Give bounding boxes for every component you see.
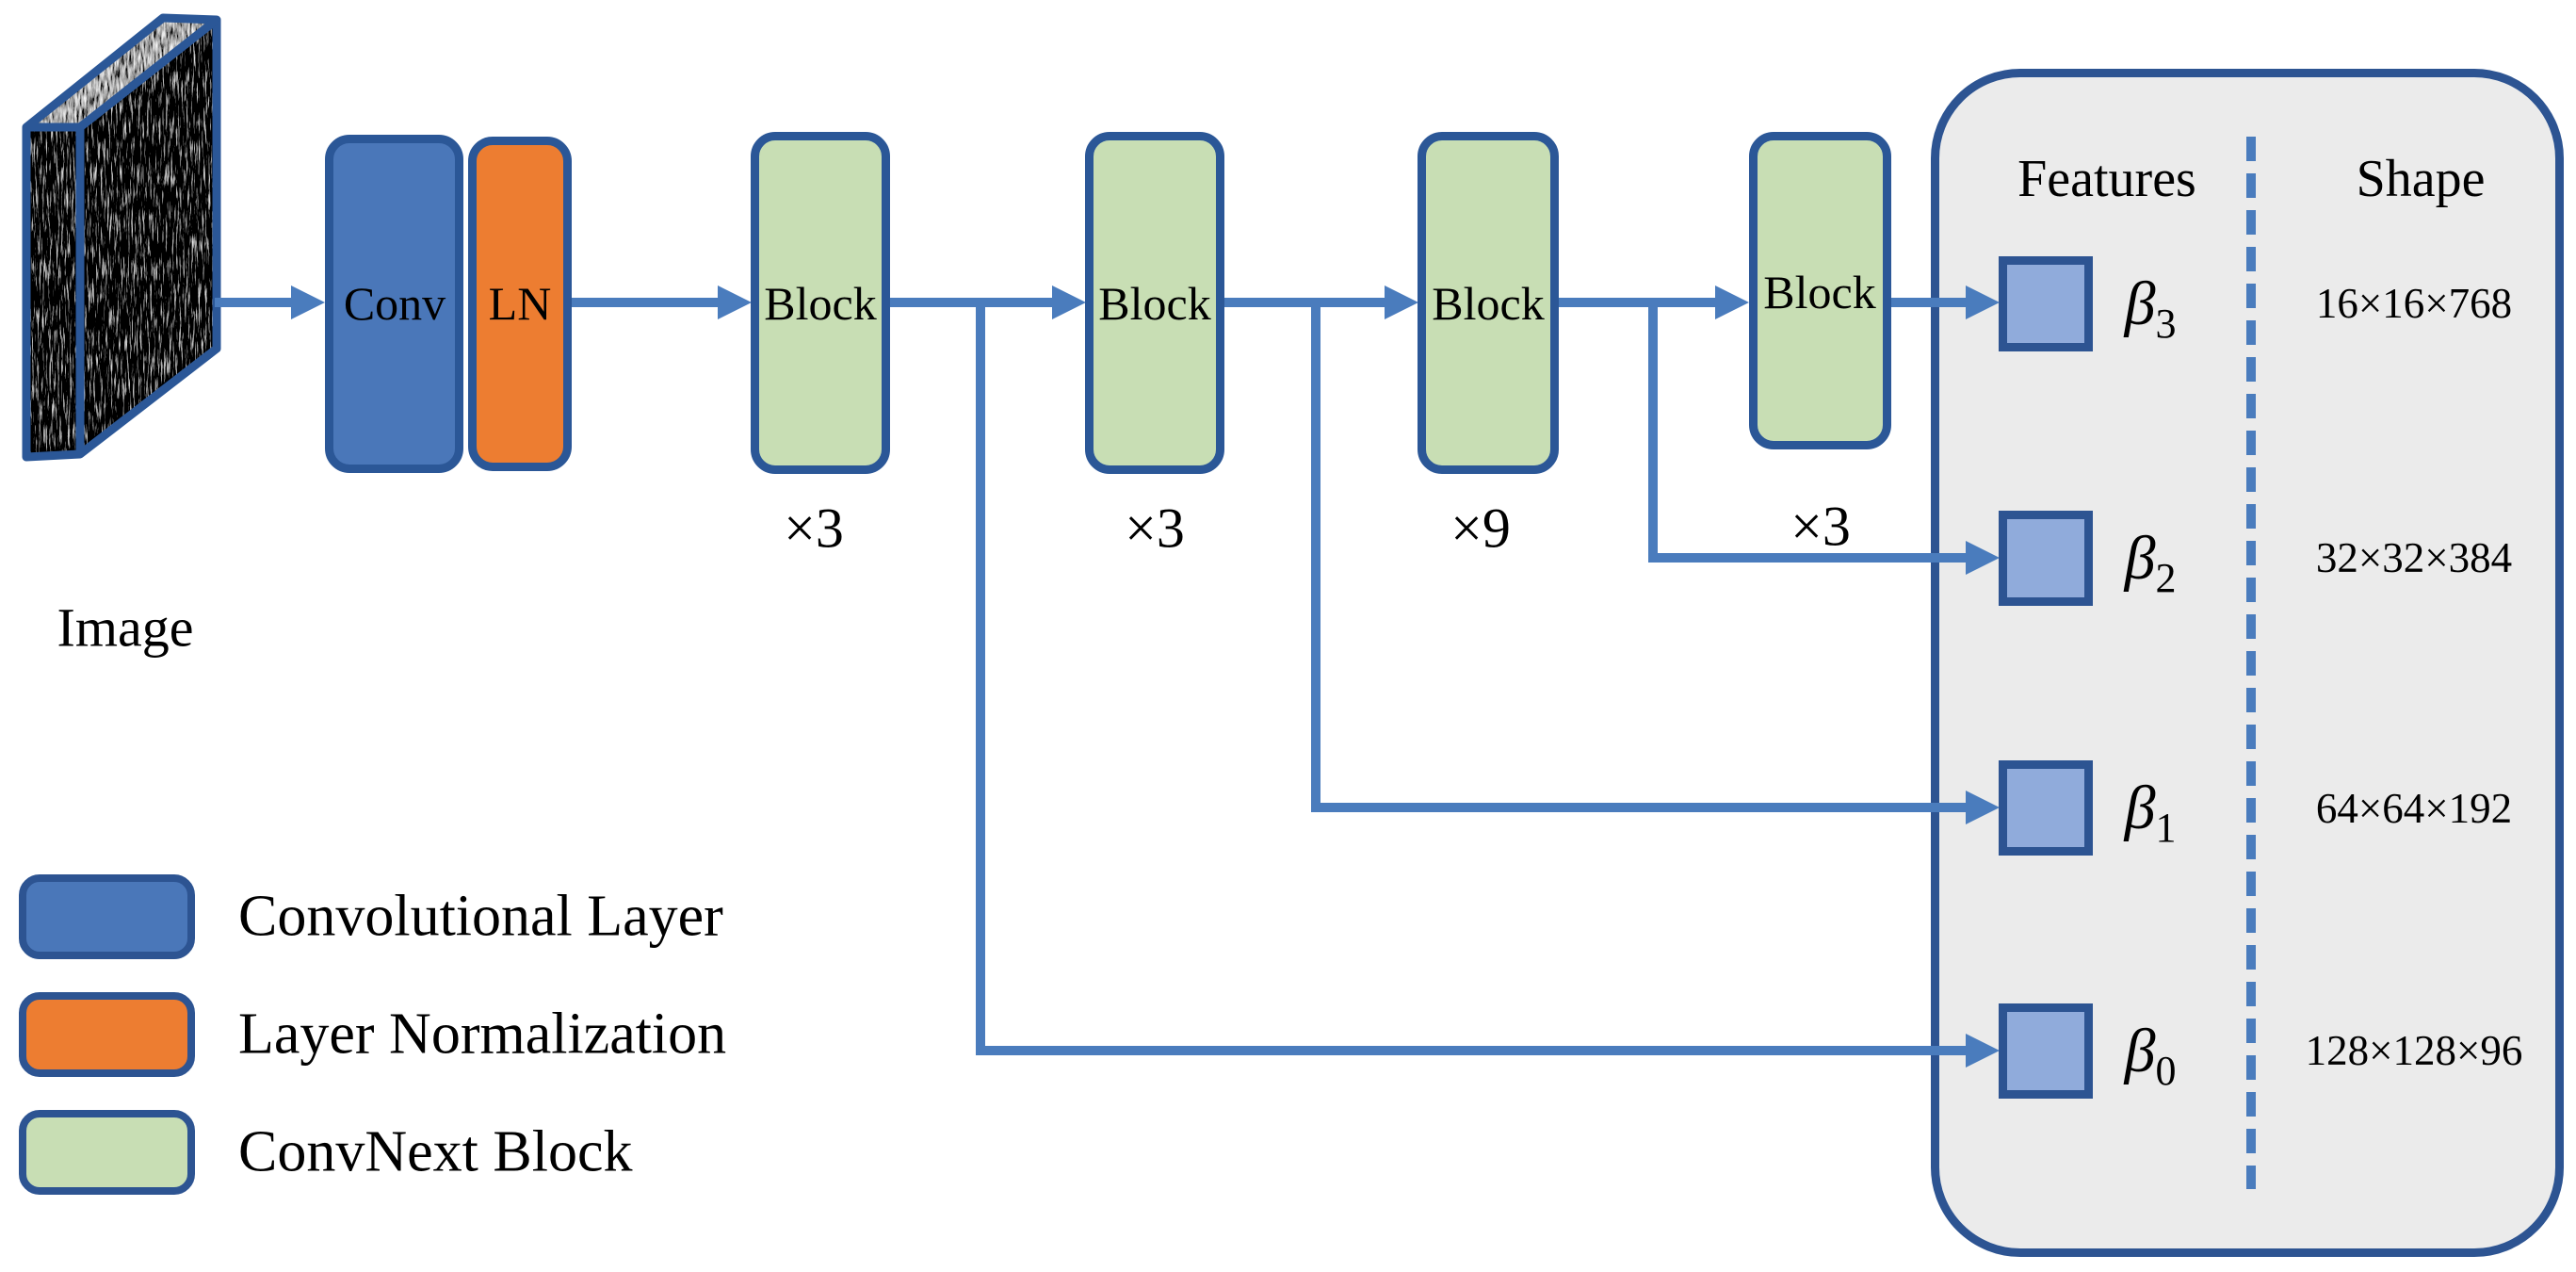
input-image-slab [22,13,221,462]
legend-label-layer-normalization: Layer Normalization [238,1002,727,1067]
beta3-symbol: β [2124,269,2156,338]
stage-3-label: Block [1432,277,1545,330]
shape-header: Shape [2356,150,2486,208]
stage-4-label: Block [1763,266,1876,318]
feature-square-beta2 [1999,511,2093,606]
feature-label-beta1: β1 [2125,773,2177,852]
shape-value-beta0: 128×128×96 [2305,1027,2523,1074]
conv-layer-block [325,135,463,473]
feature-label-beta0: β0 [2125,1016,2177,1095]
stage-2-label: Block [1098,277,1211,330]
shape-value-beta1: 64×64×192 [2315,785,2513,832]
stage-3-multiplier: ×9 [1450,497,1511,560]
beta0-subscript: 0 [2155,1048,2177,1094]
ln-label: LN [488,277,552,330]
image-caption: Image [57,596,194,659]
legend-swatch-convnext-block [19,1110,195,1195]
feature-square-beta3 [1999,256,2093,351]
beta2-subscript: 2 [2155,555,2177,601]
stage-2-multiplier: ×3 [1125,497,1185,560]
feature-label-beta3: β3 [2125,269,2177,348]
stage-1-multiplier: ×3 [784,497,844,560]
convnext-stage-2-block [1085,132,1224,474]
conv-label: Conv [343,277,446,330]
feature-square-beta1 [1999,760,2093,856]
legend-label-convolutional-layer: Convolutional Layer [238,884,723,949]
convnext-stage-3-block [1418,132,1559,474]
beta0-symbol: β [2124,1017,2156,1085]
features-header: Features [2017,150,2196,208]
layer-norm-block [468,137,572,471]
legend-swatch-layer-normalization [19,992,195,1077]
shape-value-beta2: 32×32×384 [2315,534,2513,581]
beta1-subscript: 1 [2155,805,2177,851]
beta3-subscript: 3 [2155,301,2177,347]
convnext-stage-1-block [751,132,890,474]
feature-square-beta0 [1999,1003,2093,1099]
feature-label-beta2: β2 [2125,523,2177,602]
convnext-stage-4-block [1749,132,1891,449]
legend-label-convnext-block: ConvNext Block [238,1119,633,1184]
beta1-symbol: β [2124,774,2156,842]
beta2-symbol: β [2124,524,2156,593]
stage-1-label: Block [764,277,877,330]
legend-swatch-convolutional-layer [19,874,195,959]
shape-value-beta3: 16×16×768 [2315,280,2513,327]
stage-4-multiplier: ×3 [1790,495,1851,558]
